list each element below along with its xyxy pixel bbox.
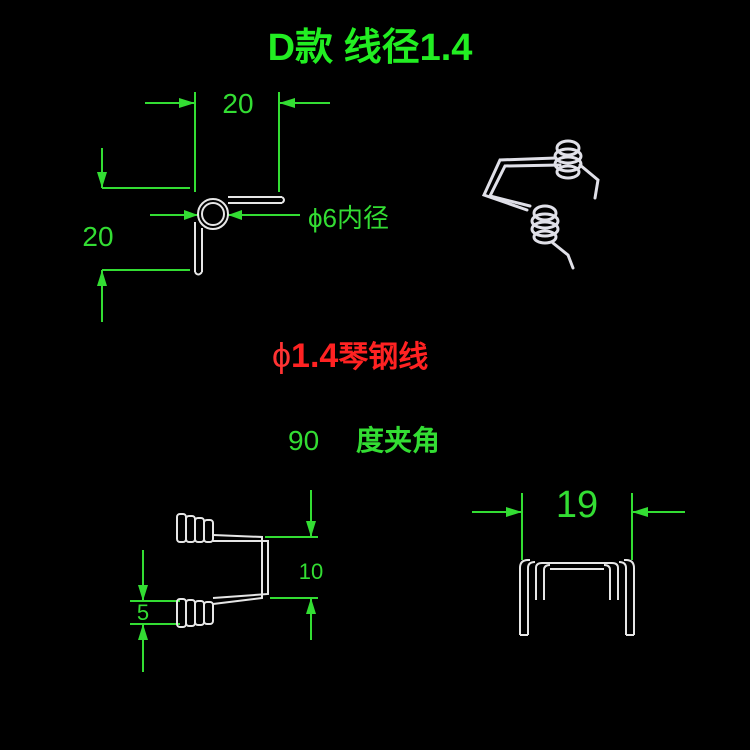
- arrow-right-icon: [506, 507, 522, 517]
- material-diameter: 1.4: [291, 337, 338, 375]
- inner-diameter-label: ϕ6内径: [308, 203, 389, 233]
- arrow-down-icon: [97, 172, 107, 188]
- top-view-spring: [194, 196, 285, 276]
- front-width-dimension: 19: [556, 484, 598, 526]
- material-label: ϕ1.4琴钢线: [272, 337, 428, 375]
- arrow-right-icon: [179, 98, 195, 108]
- arrow-up-icon: [97, 270, 107, 286]
- diameter-symbol: ϕ: [272, 337, 291, 375]
- arrow-left-icon: [228, 210, 242, 220]
- top-width-dimension: 20: [222, 88, 253, 119]
- side-view-dimensions: [130, 490, 318, 672]
- front-view-spring: [519, 559, 635, 636]
- arrow-left-icon: [279, 98, 295, 108]
- span-dimension: 10: [299, 559, 323, 584]
- arrow-up-icon: [138, 624, 148, 640]
- side-view-spring: [176, 513, 269, 628]
- arrow-down-icon: [306, 521, 316, 537]
- material-name: 琴钢线: [338, 341, 428, 374]
- top-height-dimension: 20: [82, 221, 113, 252]
- coil-dimension: 5: [137, 600, 149, 625]
- spring-3d-view: [481, 139, 600, 270]
- front-view-dimensions: [472, 493, 685, 560]
- angle-text: 度夹角: [356, 424, 440, 456]
- arrow-right-icon: [184, 210, 198, 220]
- arrow-up-icon: [306, 598, 316, 614]
- arrow-left-icon: [632, 507, 648, 517]
- arrow-down-icon: [138, 585, 148, 601]
- title: D款 线径1.4: [268, 27, 473, 69]
- angle-value: 90: [288, 425, 319, 456]
- top-view: [97, 92, 330, 322]
